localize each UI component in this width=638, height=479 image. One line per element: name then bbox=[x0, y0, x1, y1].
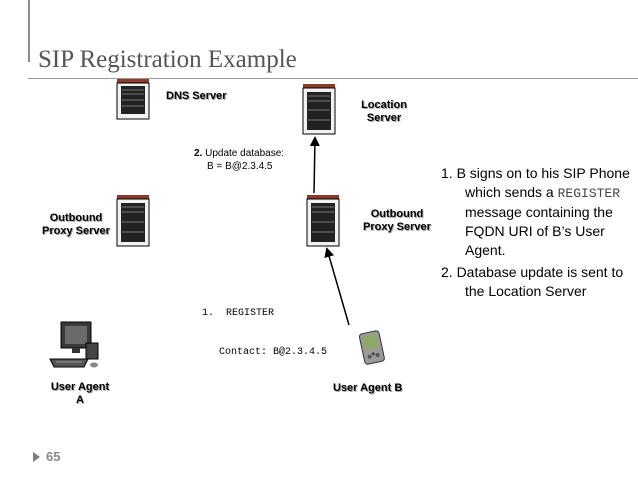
register-note: 1. REGISTER Contact: B@2.3.4.5 bbox=[202, 308, 328, 358]
location-server-icon bbox=[302, 84, 336, 135]
update-database-arrow bbox=[309, 136, 320, 194]
step-item: 1. B signs on to his SIP Phone which sen… bbox=[441, 165, 630, 258]
pda-phone-icon bbox=[358, 330, 385, 365]
title-rule-vertical bbox=[28, 0, 30, 62]
user-agent-b-label: User Agent B bbox=[333, 382, 403, 394]
register-arrow bbox=[324, 247, 350, 326]
dns-server-icon bbox=[116, 79, 150, 120]
footer-bullet-icon bbox=[33, 452, 40, 462]
step-list: 1. B signs on to his SIP Phone which sen… bbox=[441, 164, 636, 304]
computer-icon bbox=[49, 321, 99, 368]
update-database-note: 2. Update database: B = B@2.3.4.5 bbox=[194, 148, 285, 172]
outbound-proxy-right-icon bbox=[306, 195, 340, 247]
dns-server-label: DNS Server bbox=[166, 90, 227, 102]
title-rule-horizontal bbox=[28, 78, 638, 79]
slide-title: SIP Registration Example bbox=[38, 46, 297, 73]
step-item: 2. Database update is sent to the Locati… bbox=[441, 264, 624, 299]
page-number: 65 bbox=[46, 449, 61, 464]
outbound-proxy-left-icon bbox=[116, 195, 150, 247]
